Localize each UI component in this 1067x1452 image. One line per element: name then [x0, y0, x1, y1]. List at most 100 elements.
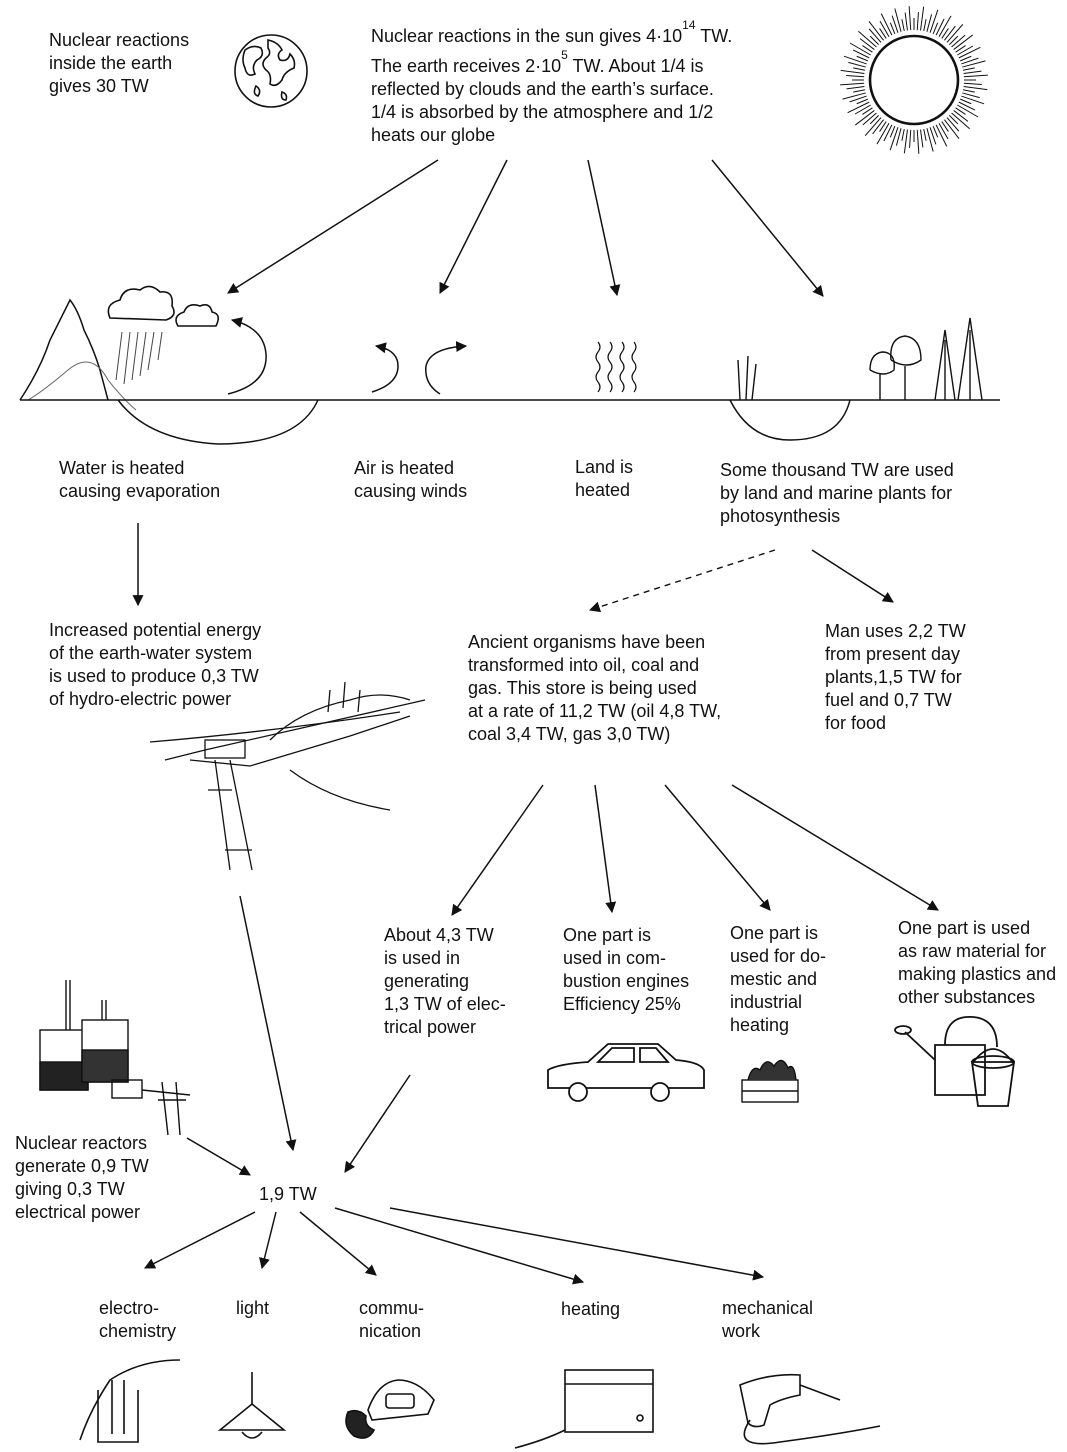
sun-ray	[840, 82, 865, 86]
sun-ray	[923, 19, 927, 32]
heating-label: heating	[561, 1299, 621, 1319]
sun-ray	[951, 112, 970, 130]
sun-ray	[864, 117, 882, 136]
car-icon	[547, 1043, 705, 1102]
hydro-text: Increased potential energy of the earth-…	[49, 620, 262, 709]
sun-ray	[846, 75, 865, 78]
sun-ray	[957, 45, 974, 56]
sun-ray	[929, 127, 937, 145]
sun-ray	[852, 49, 870, 59]
sun-energy-text: Nuclear reactions in the sun gives 4·101…	[371, 18, 733, 145]
sun-ray	[853, 67, 866, 71]
sun-ray	[963, 70, 982, 74]
sun-ray	[926, 14, 933, 32]
sun-ray	[849, 42, 871, 56]
raw-material-text: One part is used as raw material for mak…	[898, 918, 1057, 1007]
sun-line-2: The earth receives 2·105 TW. About 1/4 i…	[371, 48, 704, 76]
sun-ray	[854, 104, 871, 115]
sun-ray	[920, 129, 924, 148]
power-plant-icon	[39, 980, 191, 1136]
sun-ray	[856, 98, 868, 105]
sun-ray	[840, 69, 865, 74]
sun-ray	[916, 12, 919, 31]
sun-ray	[941, 121, 949, 132]
sun-ray	[846, 86, 865, 90]
beaker-icon	[79, 1359, 181, 1443]
sun-ray	[848, 61, 866, 68]
fossil-dashed-arrow	[588, 549, 776, 613]
sun-ray	[868, 20, 884, 41]
heater-icon	[514, 1369, 654, 1449]
sun-ray	[847, 101, 870, 114]
fossil-use-arrows	[451, 784, 939, 916]
sun-ray	[935, 124, 948, 147]
sun-ray	[909, 129, 912, 148]
sun-icon	[840, 6, 988, 154]
sun-ray	[946, 24, 964, 43]
photosynthesis-text: Some thousand TW are used by land and ma…	[720, 460, 954, 526]
sun-energy-arrows	[227, 159, 824, 297]
earth-nuclear-text: Nuclear reactions inside the earth gives…	[49, 30, 190, 96]
sun-ray	[949, 35, 959, 45]
sun-ray	[849, 95, 867, 103]
sun-ray	[889, 126, 896, 138]
sun-ray	[868, 28, 882, 43]
sun-ray	[883, 124, 893, 142]
land-heated-text: Land is heated	[575, 457, 634, 500]
total-power-text: 1,9 TW	[259, 1184, 317, 1204]
sun-ray	[891, 15, 899, 33]
drill-icon	[739, 1373, 881, 1445]
sun-ray	[858, 30, 877, 48]
sun-ray	[842, 92, 866, 100]
sun-ray	[920, 6, 925, 31]
water-heated-text: Water is heated causing evaporation	[59, 458, 221, 501]
sun-ray	[941, 28, 949, 39]
sun-ray	[961, 57, 979, 65]
plants-use-arrow	[811, 549, 894, 603]
sun-ray	[944, 25, 956, 41]
sun-ray	[935, 18, 945, 36]
sun-ray	[932, 126, 939, 138]
sun-ray	[862, 45, 873, 53]
sun-ray	[923, 128, 927, 141]
telephone-icon	[345, 1379, 435, 1439]
rain-lines	[115, 331, 163, 385]
electric-generation-text: About 4,3 TW is used in generating 1,3 T…	[384, 925, 506, 1037]
electrochemistry-label: electro- chemistry	[99, 1298, 177, 1341]
sun-ray	[958, 46, 981, 59]
sun-line-1: Nuclear reactions in the sun gives 4·101…	[371, 18, 733, 46]
heat-waves	[595, 341, 637, 393]
sun-ray	[876, 123, 890, 145]
sun-ray	[963, 82, 982, 85]
sun-ray	[894, 8, 902, 32]
sun-ray	[895, 128, 902, 146]
sun-ray	[880, 13, 893, 36]
nuclear-reactors-text: Nuclear reactors generate 0,9 TW giving …	[15, 1133, 149, 1222]
sun-ray	[963, 74, 988, 78]
from-total-arrows	[144, 1207, 765, 1285]
sun-ray	[962, 92, 980, 99]
sun-ray	[932, 22, 939, 34]
combustion-text: One part is used in com- bustion engines…	[563, 925, 690, 1014]
sun-ray	[961, 95, 985, 105]
sun-ray	[862, 107, 873, 115]
sun-ray	[953, 34, 974, 50]
lamp-icon	[217, 1372, 287, 1439]
to-total-arrows	[186, 895, 411, 1176]
fireplace-icon	[741, 1059, 799, 1103]
sun-ray	[946, 117, 960, 132]
mechanical-work-label: mechanical work	[722, 1298, 814, 1341]
sun-ray	[949, 115, 959, 125]
plants-use-text: Man uses 2,2 TW from present day plants,…	[825, 621, 966, 733]
sun-ray	[889, 22, 896, 34]
fossil-text: Ancient organisms have been transformed …	[468, 632, 722, 744]
sun-ray	[953, 110, 969, 122]
air-heated-text: Air is heated causing winds	[354, 458, 468, 501]
circulation-arrows	[227, 317, 468, 395]
sun-ray	[879, 121, 887, 132]
sun-ray	[951, 34, 966, 48]
sun-ray	[938, 123, 949, 140]
sun-ray	[955, 107, 966, 115]
sun-ray	[957, 104, 979, 118]
